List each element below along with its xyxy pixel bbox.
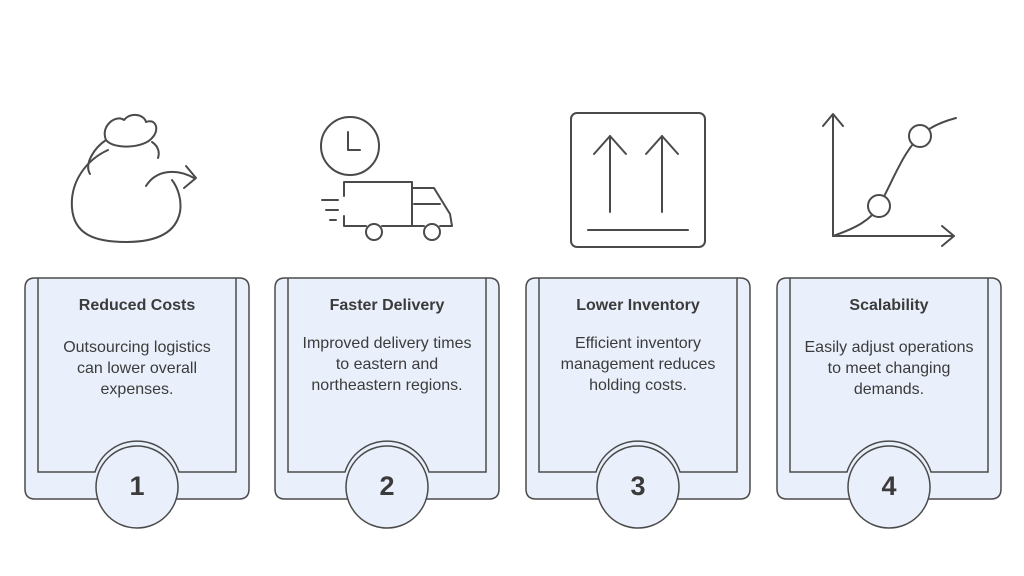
box-up-arrows-icon <box>566 108 710 252</box>
step-title: Faster Delivery <box>329 297 445 314</box>
card-frame <box>776 277 1002 529</box>
step-title: Lower Inventory <box>576 297 700 314</box>
step-number: 1 <box>129 471 145 501</box>
card-frame <box>274 277 500 529</box>
money-bag-icon <box>64 108 208 252</box>
card-frame <box>24 277 250 529</box>
step-number: 2 <box>379 471 395 501</box>
step-card-2: Faster Delivery Improved delivery times … <box>274 277 500 529</box>
card-frame <box>525 277 751 529</box>
step-number: 4 <box>881 471 897 501</box>
step-description: Improved delivery times to eastern and n… <box>302 335 472 394</box>
step-card-1: Reduced Costs Outsourcing logistics can … <box>24 277 250 529</box>
step-card-3: Lower Inventory Efficient inventory mana… <box>525 277 751 529</box>
step-title: Scalability <box>849 297 929 314</box>
step-description: Easily adjust operations to meet changin… <box>804 339 974 398</box>
growth-curve-icon <box>816 108 960 252</box>
step-description: Efficient inventory management reduces h… <box>560 335 716 394</box>
step-card-4: Scalability Easily adjust operations to … <box>776 277 1002 529</box>
step-description: Outsourcing logistics can lower overall … <box>63 339 211 398</box>
step-number: 3 <box>630 471 646 501</box>
delivery-truck-clock-icon <box>316 108 460 252</box>
step-title: Reduced Costs <box>78 297 196 314</box>
